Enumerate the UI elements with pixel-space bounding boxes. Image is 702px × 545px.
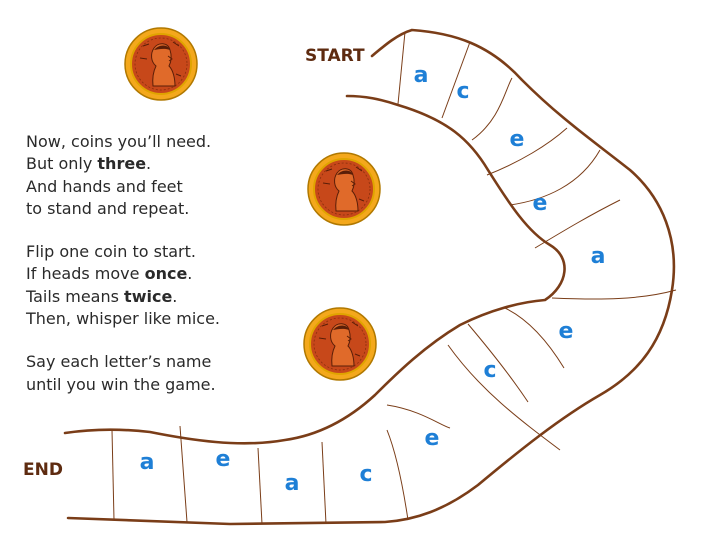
space-dividers xyxy=(111,31,677,525)
space-letter: e xyxy=(559,319,574,344)
space-letter: e xyxy=(533,191,548,216)
space-letter: a xyxy=(591,244,606,269)
poem-line: Flip one coin to start. xyxy=(26,241,276,263)
poem-stanza: Flip one coin to start.If heads move onc… xyxy=(26,241,276,330)
poem-line: Then, whisper like mice. xyxy=(26,308,276,330)
poem-text: Flip one coin to start. xyxy=(26,242,196,262)
poem-text: to stand and repeat. xyxy=(26,198,190,218)
poem-text: . xyxy=(187,264,193,284)
poem-line: until you win the game. xyxy=(26,374,276,396)
space-letter: c xyxy=(456,79,469,104)
poem-text: Say each letter’s name xyxy=(26,352,212,372)
path-inner-edge xyxy=(63,94,566,445)
space-letter: c xyxy=(483,358,496,383)
space-letter: e xyxy=(216,447,231,472)
space-letter: a xyxy=(414,63,429,88)
poem-stanza: Now, coins you’ll need. But only three.An… xyxy=(26,131,276,220)
poem-line: Tails means twice. xyxy=(26,286,276,308)
poem-keyword: three xyxy=(97,154,147,174)
end-label: END xyxy=(23,460,63,480)
penny-icon xyxy=(306,151,382,231)
poem-text: And hands and feet xyxy=(26,176,183,196)
start-label: START xyxy=(305,46,365,66)
poem-keyword: twice xyxy=(124,286,173,306)
poem-line: Now, coins you’ll need. xyxy=(26,131,276,153)
poem-line: And hands and feet xyxy=(26,176,276,198)
penny-icon xyxy=(123,26,199,106)
space-letter: c xyxy=(359,462,372,487)
path-outer-edge xyxy=(66,28,676,526)
rules-poem: Now, coins you’ll need.But only three.An… xyxy=(26,131,276,417)
poem-line: If heads move once. xyxy=(26,263,276,285)
space-letter: e xyxy=(510,127,525,152)
poem-text: Now, coins you’ll need. xyxy=(26,132,212,151)
space-letter: a xyxy=(285,471,300,496)
poem-text: until you win the game. xyxy=(26,374,216,394)
poem-text: If heads move xyxy=(26,264,145,284)
poem-line: Say each letter’s name xyxy=(26,351,276,373)
poem-keyword: once xyxy=(144,264,188,284)
poem-text: But only xyxy=(26,154,98,174)
path-letters: a c e e a e c e c a e a xyxy=(140,63,606,496)
poem-line: to stand and repeat. xyxy=(26,198,276,220)
space-letter: e xyxy=(425,426,440,451)
poem-text: Then, whisper like mice. xyxy=(26,309,221,329)
poem-text: . xyxy=(172,286,178,306)
poem-text: . xyxy=(146,154,152,174)
space-letter: a xyxy=(140,450,155,475)
poem-text: Tails means xyxy=(26,286,125,306)
penny-icon xyxy=(302,306,378,386)
poem-line: But only three. xyxy=(26,153,276,175)
